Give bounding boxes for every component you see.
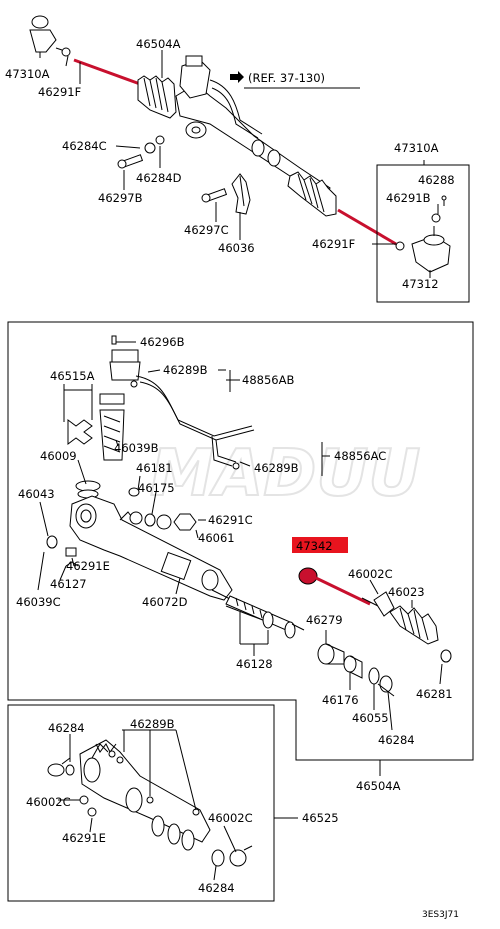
valve-assembly [67,335,141,499]
bolt-46297C [201,188,228,203]
clamp-46284-bottom [211,845,253,867]
clamp-46284-top [47,757,75,777]
label-46002C: 46002C [348,567,393,581]
top-assembly: 47310A 46504A (REF. 37-130) 46291F 46284… [5,15,470,303]
label-47312: 47312 [402,277,439,291]
boot-left [137,75,177,119]
highlight-label-bg [292,537,348,553]
label-46281: 46281 [416,687,453,701]
tie-rod-left [73,58,141,86]
ref-arrow-icon [230,71,244,83]
label-b-46284-top: 46284 [48,721,85,735]
label-46291F-left: 46291F [38,85,81,99]
washer-46284C [144,142,156,154]
label-46061: 46061 [198,531,235,545]
label-46072D: 46072D [142,595,188,609]
label-46515A: 46515A [50,369,95,383]
label-46023: 46023 [388,585,425,599]
part-47342-highlighted [298,567,379,607]
label-46036: 46036 [218,241,255,255]
tie-rod-right [337,208,397,246]
label-46291B: 46291B [386,191,431,205]
pipe-48856AB [135,375,253,437]
label-ref: (REF. 37-130) [248,71,325,85]
bottom-frame [7,704,275,902]
bush-46279 [317,643,345,665]
label-46284C: 46284C [62,139,107,153]
housing-46525 [79,739,211,843]
boot-right [287,171,337,217]
label-47310A-left: 47310A [5,67,50,81]
small-parts [46,487,197,567]
label-46039C: 46039C [16,595,61,609]
label-b-46525: 46525 [302,811,339,825]
label-46176: 46176 [322,693,359,707]
bracket-46036 [231,173,251,215]
label-46043: 46043 [18,487,55,501]
label-46297C: 46297C [184,223,229,237]
boot-46023 [373,591,452,663]
label-46297B: 46297B [98,191,143,205]
label-46009: 46009 [40,449,77,463]
ring-46055 [368,667,380,685]
label-46128: 46128 [236,657,273,671]
tie-rod-end-left [29,15,71,58]
washer-46284D [155,135,165,145]
bottom-kit: 46284 46289B 46002C 46291E 46002C 46525 … [7,704,339,902]
label-46055: 46055 [352,711,389,725]
label-b-46002C-left: 46002C [26,795,71,809]
label-b-46284-bottom: 46284 [198,881,235,895]
label-46039B: 46039B [114,441,159,455]
label-46175: 46175 [138,481,175,495]
label-46291E: 46291E [66,559,110,573]
rack-housing [175,55,331,199]
label-46288: 46288 [418,173,455,187]
label-46291F-right: 46291F [312,237,355,251]
watermark: MADUU [150,437,420,511]
clamp-46002C-left [79,795,89,805]
label-46279: 46279 [306,613,343,627]
label-47342: 47342 [296,539,333,553]
label-46504A: 46504A [356,779,401,793]
seal-46009-top [67,419,93,445]
label-48856AB: 48856AB [242,373,294,387]
label-b-46002C-right: 46002C [208,811,253,825]
label-46296B: 46296B [140,335,185,349]
label-46289B-b: 46289B [254,461,299,475]
label-46284-middle: 46284 [378,733,415,747]
tie-rod-end-box [376,164,470,303]
middle-frame [7,321,474,761]
label-46504A-top: 46504A [136,37,181,51]
label-46289B-a: 46289B [163,363,208,377]
tie-rod-end-right [411,195,451,273]
footer-code: 3ES3J71 [422,910,459,920]
bush-46176 [343,655,363,679]
label-47310A-right: 47310A [394,141,439,155]
bolt-46297B [117,154,144,169]
middle-exploded-view: 47342 [7,321,474,793]
label-46127: 46127 [50,577,87,591]
label-46181: 46181 [136,461,173,475]
label-b-46289B: 46289B [130,717,175,731]
label-46291C: 46291C [208,513,253,527]
label-48856AC: 48856AC [334,449,386,463]
label-b-46291E: 46291E [62,831,106,845]
label-46284D: 46284D [136,171,182,185]
rack-bar [225,595,305,639]
